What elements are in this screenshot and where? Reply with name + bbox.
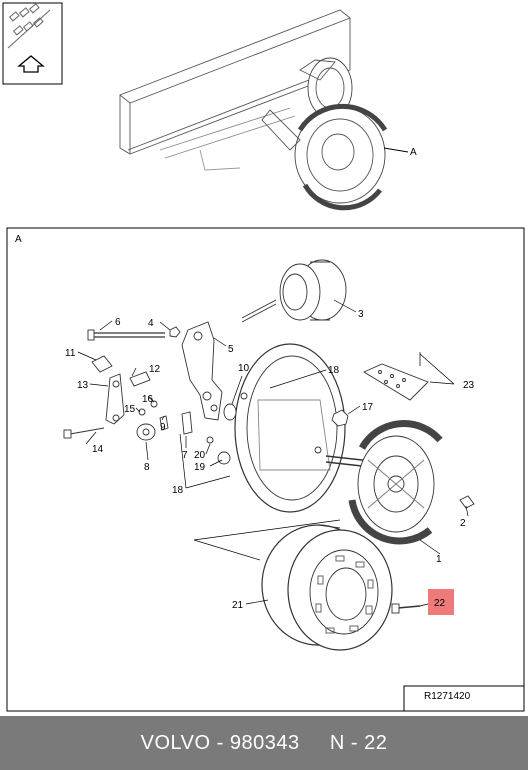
view-toggle-box[interactable] bbox=[2, 2, 63, 85]
footer-bar: VOLVO - 980343 N - 22 bbox=[0, 716, 528, 770]
callout-9[interactable]: 9 bbox=[160, 422, 166, 433]
callout-17[interactable]: 17 bbox=[362, 402, 374, 413]
callout-22[interactable]: 22 bbox=[434, 598, 446, 609]
footer-brand: VOLVO bbox=[140, 731, 211, 754]
footer-part-number: 980343 bbox=[229, 731, 300, 754]
callout-22-highlight bbox=[428, 589, 454, 615]
leader-lines bbox=[77, 299, 469, 607]
brake-shoe-assembly bbox=[348, 420, 443, 545]
callout-13[interactable]: 13 bbox=[77, 380, 89, 391]
slack-bracket bbox=[181, 321, 223, 421]
footer-position: N - 22 bbox=[329, 731, 388, 754]
callout-19[interactable]: 19 bbox=[194, 462, 206, 473]
callout-8[interactable]: 8 bbox=[144, 462, 150, 473]
detail-view-label: A bbox=[15, 234, 22, 245]
callout-14[interactable]: 14 bbox=[92, 444, 104, 455]
callout-20[interactable]: 20 bbox=[194, 450, 206, 461]
callout-2[interactable]: 2 bbox=[460, 518, 466, 529]
truck-thumbnail-icon bbox=[7, 3, 51, 49]
callout-15[interactable]: 15 bbox=[124, 404, 136, 415]
overview-drawing bbox=[119, 9, 409, 211]
brake-chamber bbox=[241, 259, 347, 323]
footer-gap bbox=[300, 732, 330, 755]
callout-11[interactable]: 11 bbox=[65, 348, 76, 359]
dust-shield bbox=[234, 343, 346, 513]
callout-10[interactable]: 10 bbox=[238, 363, 250, 374]
callout-3[interactable]: 3 bbox=[358, 309, 364, 320]
exploded-view bbox=[63, 259, 475, 651]
reference-box: R1271420 bbox=[403, 685, 524, 711]
overview-view-label: A bbox=[410, 147, 417, 158]
callout-18-bottom[interactable]: 18 bbox=[172, 485, 184, 496]
brake-lining bbox=[363, 363, 429, 401]
callout-5[interactable]: 5 bbox=[228, 344, 234, 355]
callout-4[interactable]: 4 bbox=[148, 318, 154, 329]
callout-21[interactable]: 21 bbox=[232, 600, 244, 611]
callout-6[interactable]: 6 bbox=[115, 317, 121, 328]
footer-separator: - bbox=[210, 731, 230, 754]
callout-1[interactable]: 1 bbox=[436, 554, 442, 565]
callout-7[interactable]: 7 bbox=[182, 450, 188, 461]
callout-labels: 1 2 3 4 5 6 7 8 9 10 11 12 13 14 15 16 1… bbox=[65, 309, 475, 611]
parts-diagram: A A bbox=[2, 2, 525, 712]
callout-23[interactable]: 23 bbox=[463, 380, 475, 391]
brake-drum bbox=[261, 524, 393, 651]
callout-18-top[interactable]: 18 bbox=[328, 365, 340, 376]
reference-number: R1271420 bbox=[424, 691, 471, 702]
up-arrow-icon bbox=[17, 55, 45, 73]
callout-16[interactable]: 16 bbox=[142, 394, 154, 405]
diagram-stage: A A bbox=[2, 2, 525, 712]
callout-12[interactable]: 12 bbox=[149, 364, 161, 375]
